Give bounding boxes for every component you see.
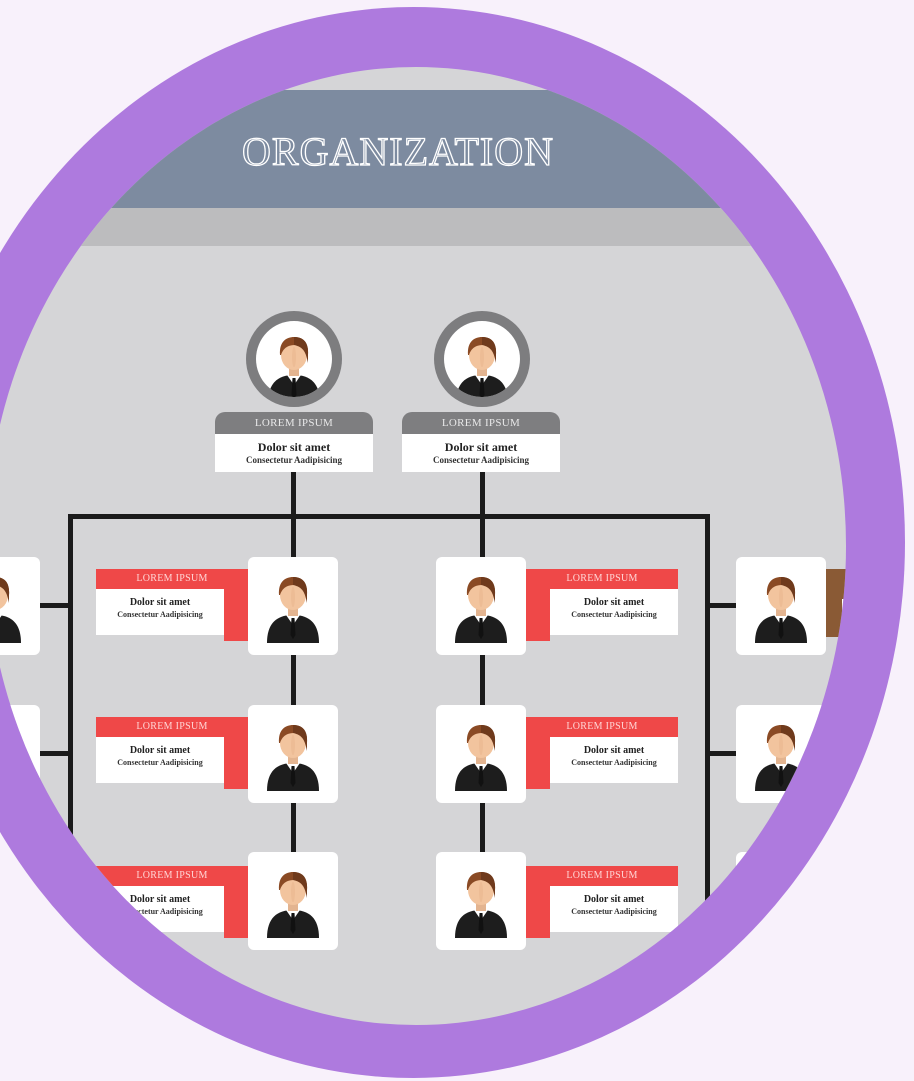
chart-viewport: ORGANIZATION (0, 67, 846, 1025)
connector-line (705, 514, 710, 906)
connector-line (291, 470, 296, 520)
businessman-icon (0, 573, 25, 643)
left-node-card-3 (248, 852, 338, 950)
label-title: Dolor sit amet (257, 440, 331, 454)
label-subtitle: Consectetur Aadipisicing (117, 758, 203, 767)
label-title: Dolor sit amet (129, 745, 191, 756)
label-subtitle: Consectetur Aadipisicing (432, 455, 530, 465)
header-band (0, 90, 846, 208)
businessman-icon (451, 868, 511, 938)
left-node-label-1: LOREM IPSUM Dolor sit amet Consectetur A… (96, 569, 248, 641)
far-right-label-band (826, 569, 846, 637)
label-subtitle: Consectetur Aadipisicing (117, 610, 203, 619)
label-band: LOREM IPSUM (526, 866, 678, 886)
far-right-card-3 (736, 852, 826, 950)
purple-circle-frame: ORGANIZATION (0, 7, 905, 1078)
top-avatar-1 (246, 311, 342, 407)
right-node-card-3 (436, 852, 526, 950)
header-strip (0, 208, 846, 246)
businessman-icon (264, 333, 324, 397)
label-band: LOREM IPSUM (96, 569, 248, 589)
far-right-card-1 (736, 557, 826, 655)
page-title: ORGANIZATION (241, 128, 554, 174)
businessman-icon (751, 573, 811, 643)
label-subtitle: Consectetur Aadipisicing (245, 455, 343, 465)
label-title: Dolor sit amet (129, 894, 191, 905)
far-right-card-2 (736, 705, 826, 803)
label-title: Dolor sit amet (444, 440, 518, 454)
label-band: LOREM IPSUM (215, 412, 373, 434)
top-node-label-2: LOREM IPSUM Dolor sit amet Consectetur A… (402, 412, 560, 472)
right-node-label-1: LOREM IPSUM Dolor sit amet Consectetur A… (526, 569, 678, 641)
left-node-label-2: LOREM IPSUM Dolor sit amet Consectetur A… (96, 717, 248, 789)
left-node-label-3: LOREM IPSUM Dolor sit amet Consectetur A… (96, 866, 248, 938)
label-title: Dolor sit amet (583, 894, 645, 905)
businessman-icon (263, 573, 323, 643)
businessman-icon (263, 721, 323, 791)
right-node-card-1 (436, 557, 526, 655)
label-title: Dolor sit amet (129, 597, 191, 608)
connector-line (705, 751, 737, 756)
label-band: LOREM IPSUM (96, 866, 248, 886)
top-avatar-2 (434, 311, 530, 407)
far-left-card-2 (0, 705, 40, 803)
label-band: LOREM IPSUM (402, 412, 560, 434)
left-node-card-1 (248, 557, 338, 655)
label-title: Dolor sit amet (583, 745, 645, 756)
org-chart: ORGANIZATION (0, 67, 846, 1025)
right-node-label-3: LOREM IPSUM Dolor sit amet Consectetur A… (526, 866, 678, 938)
businessman-icon (0, 721, 25, 791)
label-title: Dolor sit amet (583, 597, 645, 608)
connector-line (291, 514, 296, 894)
businessman-icon (0, 868, 25, 938)
label-band: LOREM IPSUM (526, 569, 678, 589)
far-left-card-3 (0, 852, 40, 950)
connector-line (480, 470, 485, 520)
connector-line (40, 603, 72, 608)
connector-line (68, 514, 710, 519)
connector-line (68, 514, 73, 906)
connector-line (480, 514, 485, 894)
businessman-icon (751, 721, 811, 791)
connector-line (705, 603, 737, 608)
far-left-card-1 (0, 557, 40, 655)
label-band: LOREM IPSUM (526, 717, 678, 737)
connector-line (40, 751, 72, 756)
left-node-card-2 (248, 705, 338, 803)
right-node-card-2 (436, 705, 526, 803)
right-node-label-2: LOREM IPSUM Dolor sit amet Consectetur A… (526, 717, 678, 789)
businessman-icon (452, 333, 512, 397)
label-subtitle: Consectetur Aadipisicing (571, 907, 657, 916)
businessman-icon (263, 868, 323, 938)
businessman-icon (451, 721, 511, 791)
top-node-label-1: LOREM IPSUM Dolor sit amet Consectetur A… (215, 412, 373, 472)
label-subtitle: Consectetur Aadipisicing (117, 907, 203, 916)
connector-line (40, 897, 72, 902)
businessman-icon (451, 573, 511, 643)
label-subtitle: Consectetur Aadipisicing (571, 758, 657, 767)
businessman-icon (751, 868, 811, 938)
label-subtitle: Consectetur Aadipisicing (571, 610, 657, 619)
label-band: LOREM IPSUM (96, 717, 248, 737)
